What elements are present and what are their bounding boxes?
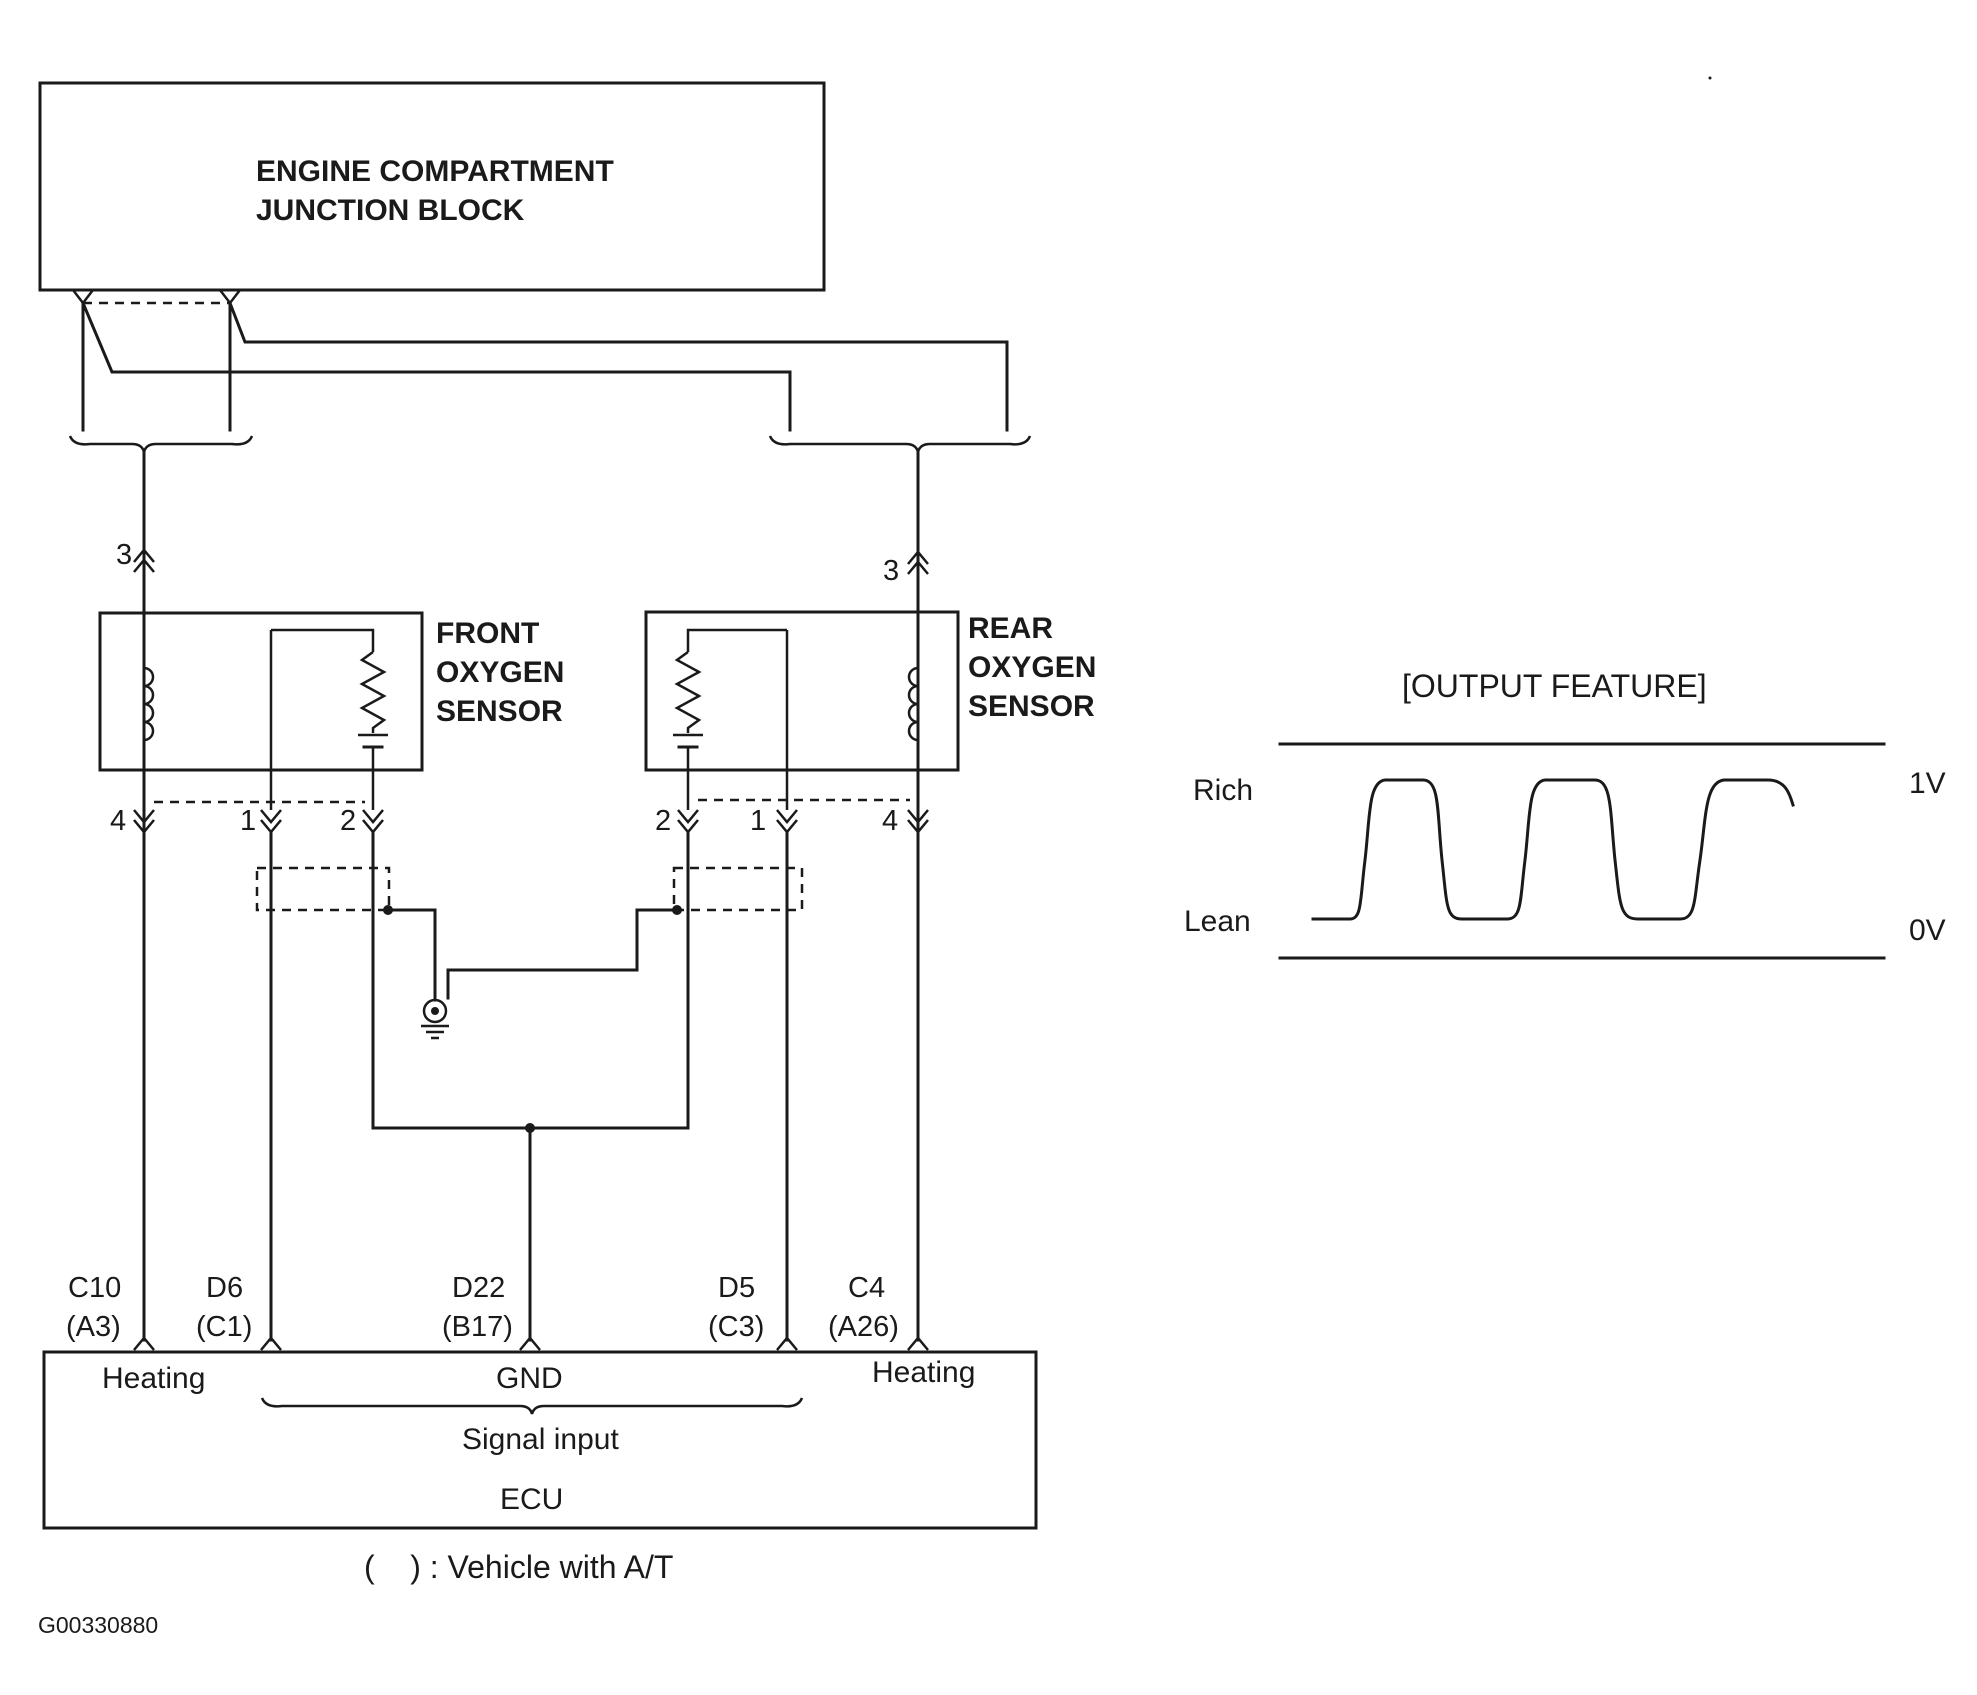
front-pin-1-label: 1: [240, 805, 256, 837]
front-oxygen-sensor-box: [98, 611, 424, 772]
front-pin-4-label: 4: [110, 805, 126, 837]
rear-sensor-label-line3: SENSOR: [968, 690, 1095, 723]
rear-pin-4-connector: [907, 809, 929, 824]
front-sensor-label-line3: SENSOR: [436, 695, 563, 728]
oxygen-sensor-waveform: [1311, 778, 1795, 921]
rear-sensor-label-line1: REAR: [968, 612, 1053, 645]
output-feature-panel: [OUTPUT FEATURE] Rich Lean 1V 0V: [1184, 668, 1946, 960]
ecu-terminal-d5: D5: [718, 1272, 755, 1304]
voltage-low-label: 0V: [1909, 914, 1946, 947]
rear-sensor-label-line2: OXYGEN: [968, 651, 1096, 684]
front-pin-2-label: 2: [340, 805, 356, 837]
front-signal-loop: [271, 628, 375, 652]
signal-input-brace: [260, 1397, 804, 1415]
figure-id: G00330880: [38, 1612, 158, 1638]
ecu-terminal-c4: C4: [848, 1272, 885, 1304]
rear-signal-loop: [686, 628, 787, 652]
ecu-terminal-arrows: [133, 1336, 929, 1351]
rear-pin-3-connector: [907, 550, 929, 565]
front-pin-4-connector: [133, 809, 155, 824]
ecu-name-label: ECU: [500, 1483, 563, 1516]
front-signal-resistor: [359, 650, 387, 733]
ecu-terminal-c10: C10: [68, 1272, 121, 1304]
front-pin-3-connector-b: [133, 558, 155, 573]
ecu-terminal-c10-alt: (A3): [66, 1311, 121, 1343]
front-pin-4-connector-b: [133, 819, 155, 834]
junction-block-terminals: [72, 289, 1009, 432]
ecu-terminal-d6-alt: (C1): [196, 1311, 252, 1343]
voltage-high-label: 1V: [1909, 767, 1946, 800]
front-shield-drain: [386, 908, 437, 1002]
rear-shield-drain: [446, 908, 679, 1000]
front-shield: [255, 866, 391, 912]
ecu-heating-left: Heating: [102, 1362, 205, 1395]
rich-label: Rich: [1193, 774, 1253, 807]
rear-pin-2-label: 2: [655, 805, 671, 837]
rear-pin-3-label: 3: [883, 555, 899, 587]
ground-icon: [421, 998, 449, 1040]
ecu-heating-right: Heating: [872, 1356, 975, 1389]
rear-pin-4-connector-b: [907, 819, 929, 834]
rear-signal-resistor: [674, 650, 702, 733]
junction-block-box: [38, 81, 826, 292]
front-sensor-label-line2: OXYGEN: [436, 656, 564, 689]
rear-pin-3-connector-b: [907, 560, 929, 575]
ecu-terminal-d22: D22: [452, 1272, 505, 1304]
ecu-terminal-d6: D6: [206, 1272, 243, 1304]
rear-oxygen-sensor-box: [644, 610, 960, 772]
front-sensor-label-line1: FRONT: [436, 617, 539, 650]
rear-pin-4-label: 4: [882, 805, 898, 837]
rear-shield: [672, 866, 804, 912]
stray-dot: [1708, 76, 1712, 80]
ecu-gnd-label: GND: [496, 1362, 563, 1395]
rear-pin-1-connector: [776, 809, 798, 824]
ecu-terminal-d22-alt: (B17): [442, 1311, 513, 1343]
junction-block-title-line1: ENGINE COMPARTMENT: [256, 155, 614, 188]
ecu-terminal-d5-alt: (C3): [708, 1311, 764, 1343]
front-pin-3-label: 3: [116, 539, 132, 571]
rear-pin-2-connector: [677, 809, 699, 824]
front-pin-1-connector: [260, 809, 282, 824]
output-feature-title: [OUTPUT FEATURE]: [1402, 668, 1707, 704]
front-pin-2-connector: [362, 809, 384, 824]
front-splice: [68, 435, 254, 1342]
at-vehicle-note: ( ) : Vehicle with A/T: [364, 1549, 673, 1585]
ecu-terminal-c4-alt: (A26): [828, 1311, 899, 1343]
junction-block-title-line2: JUNCTION BLOCK: [256, 194, 525, 227]
lean-label: Lean: [1184, 905, 1251, 938]
front-heater-coil: [143, 666, 155, 742]
ecu-box: [42, 1350, 1038, 1530]
rear-pin-1-label: 1: [750, 805, 766, 837]
front-pin-3-connector: [133, 548, 155, 563]
ecu-signal-input-label: Signal input: [462, 1423, 619, 1456]
rear-splice: [768, 435, 1032, 1342]
